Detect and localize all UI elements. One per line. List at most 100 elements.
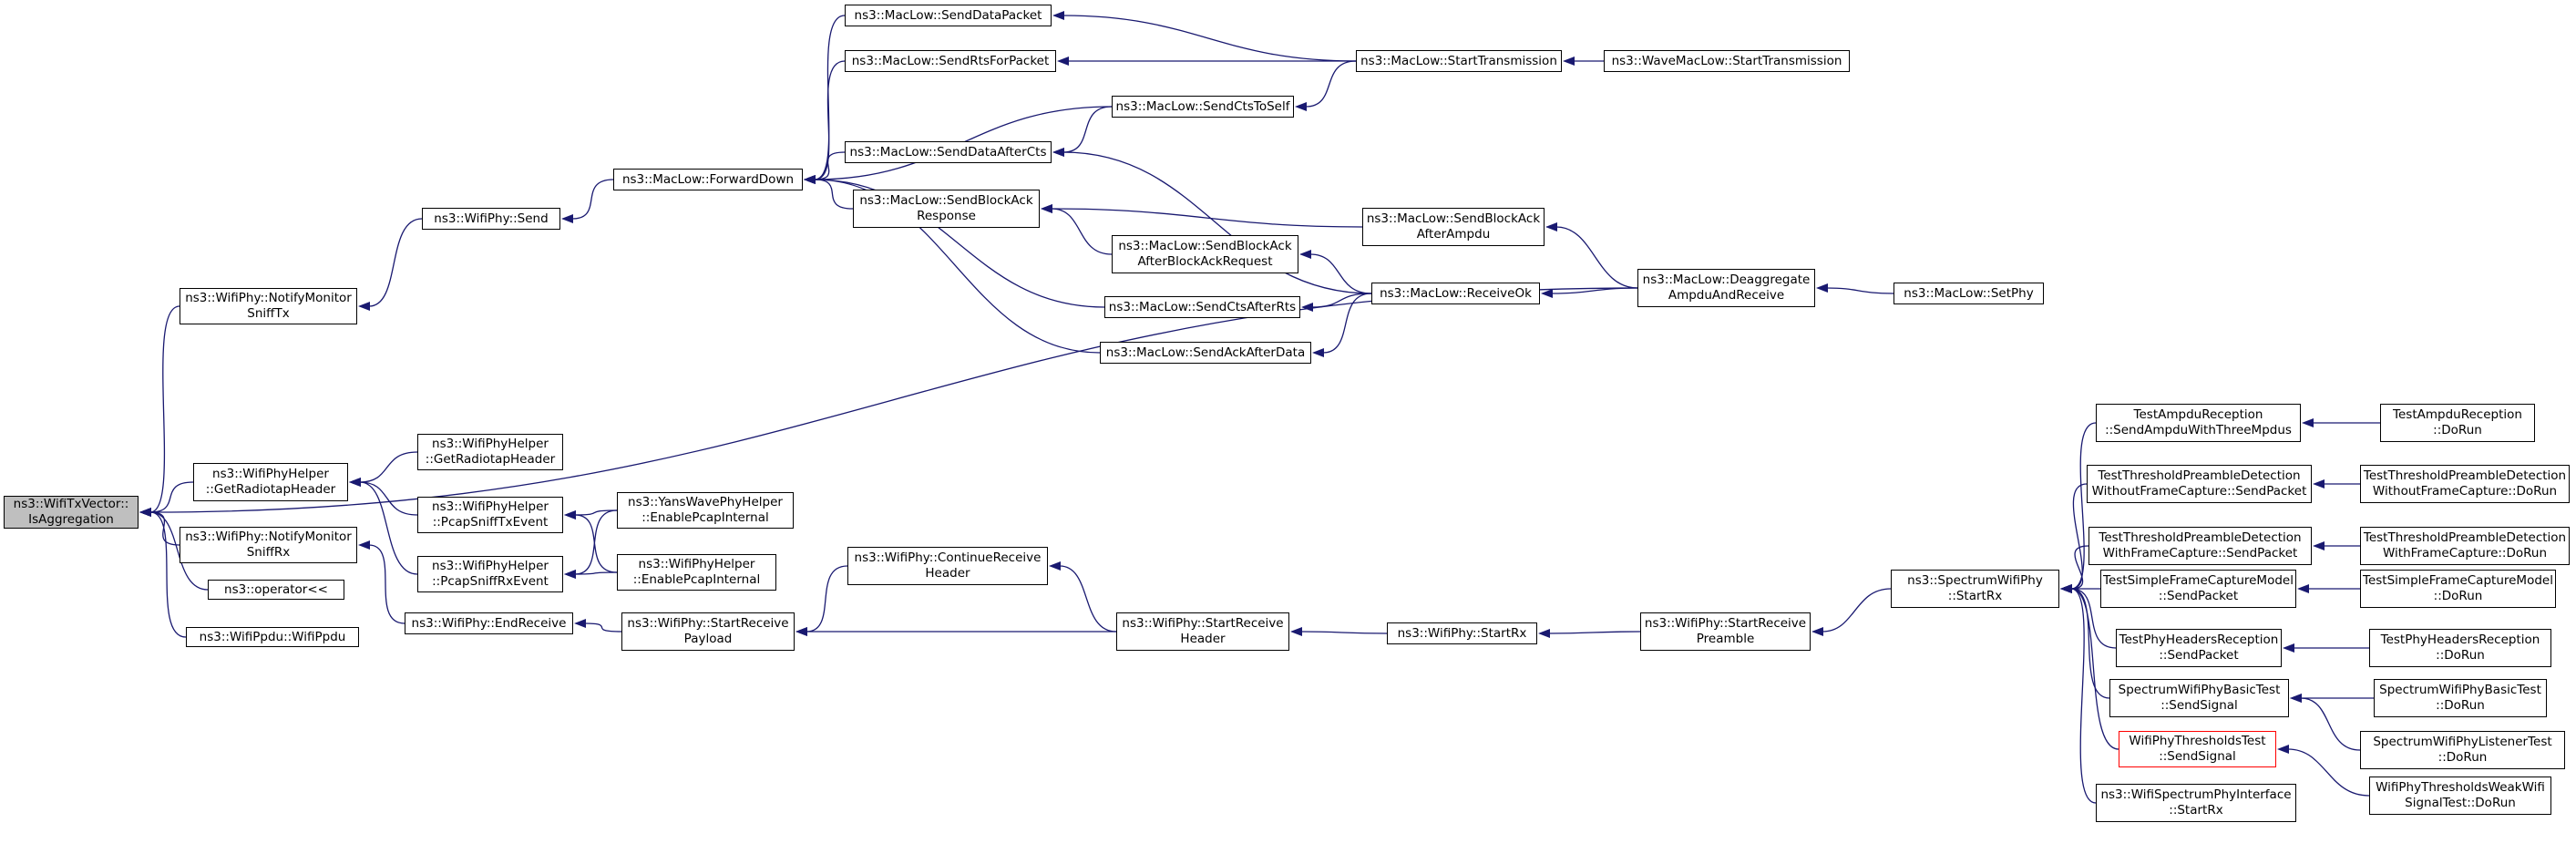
call-edge [1322,293,1372,354]
call-edge [359,481,418,575]
call-edge [149,481,194,513]
call-edge [574,571,618,575]
node-spectrumwifiphybasictest-sendsignal[interactable]: SpectrumWifiPhyBasicTest ::SendSignal [2109,679,2289,717]
node-wifiphy-notifymonitorsnifftx[interactable]: ns3::WifiPhy::NotifyMonitor SniffTx [180,288,357,324]
call-edge [584,622,622,633]
node-wavemaclow-starttransmission[interactable]: ns3::WaveMacLow::StartTransmission [1604,50,1850,72]
call-edge [149,511,180,546]
node-maclow-starttransmission[interactable]: ns3::MacLow::StartTransmission [1356,50,1562,72]
call-edge [1305,60,1357,108]
node-testthresholdpreambledetection-withframecapture-sendpacket[interactable]: TestThresholdPreambleDetection WithFrame… [2089,527,2312,565]
call-edge [574,509,618,516]
node-maclow-sendctstoself[interactable]: ns3::MacLow::SendCtsToSelf [1112,96,1294,118]
call-edge [2300,697,2361,751]
node-maclow-sendblockackafterblockackrequest[interactable]: ns3::MacLow::SendBlockAck AfterBlockAckR… [1112,235,1298,273]
node-maclow-senddataaftercts[interactable]: ns3::MacLow::SendDataAfterCts [845,141,1052,163]
call-edge [2070,588,2097,804]
arrowhead [574,619,586,628]
node-wifiphythresholdsweakwifisignaltest-dorun[interactable]: WifiPhyThresholdsWeakWifi SignalTest::Do… [2369,777,2551,815]
call-edge [1555,226,1638,289]
node-wifiphyhelper-enablepcapinternal[interactable]: ns3::WifiPhyHelper ::EnablePcapInternal [617,554,776,591]
node-operator-output[interactable]: ns3::operator<< [208,580,344,600]
node-wifiphy-endreceive[interactable]: ns3::WifiPhy::EndReceive [405,612,573,634]
call-edge [368,218,423,307]
call-edge [149,511,209,591]
arrowhead [2313,479,2325,489]
call-edge [2070,588,2110,699]
call-edge [1062,106,1113,153]
node-maclow-forwarddown[interactable]: ns3::MacLow::ForwardDown [613,169,803,190]
node-testphyheadersreception-sendpacket[interactable]: TestPhyHeadersReception ::SendPacket [2116,629,2282,667]
call-edge [1826,287,1894,294]
node-testampdureception-dorun[interactable]: TestAmpduReception ::DoRun [2380,404,2535,442]
call-edge [2070,588,2119,750]
node-wifiphyhelper-getradiotapheader-2[interactable]: ns3::WifiPhyHelper ::GetRadiotapHeader [417,434,563,470]
call-edge [149,305,180,513]
node-maclow-senddatapacket[interactable]: ns3::MacLow::SendDataPacket [845,5,1052,26]
arrowhead [1290,627,1302,636]
arrowhead [1541,289,1553,298]
arrowhead [139,508,151,517]
call-edge [1311,293,1372,308]
call-edge [1309,253,1372,294]
call-edge [814,15,846,180]
call-edge [1551,287,1638,294]
node-wifiphy-send[interactable]: ns3::WifiPhy::Send [422,208,560,230]
node-maclow-deaggregateampduandreceive[interactable]: ns3::MacLow::Deaggregate AmpduAndReceive [1637,269,1815,307]
arrowhead [1816,283,1828,293]
node-testphyheadersreception-dorun[interactable]: TestPhyHeadersReception ::DoRun [2369,629,2551,667]
call-edge [1822,588,1892,633]
arrowhead [1301,303,1313,312]
arrowhead [358,302,370,311]
node-testsimpleframecapturemodel-sendpacket[interactable]: TestSimpleFrameCaptureModel ::SendPacket [2100,570,2296,608]
node-wifiphy-continuereceiveheader[interactable]: ns3::WifiPhy::ContinueReceive Header [847,547,1048,585]
call-edge [574,514,618,573]
node-maclow-sendblockackresponse[interactable]: ns3::MacLow::SendBlockAck Response [853,190,1040,228]
node-wifispectrumphyinterface-startrx[interactable]: ns3::WifiSpectrumPhyInterface ::StartRx [2096,784,2296,822]
node-maclow-sendrtsforpacket[interactable]: ns3::MacLow::SendRtsForPacket [845,50,1056,72]
node-maclow-receiveok[interactable]: ns3::MacLow::ReceiveOk [1371,283,1540,304]
arrowhead [561,214,573,223]
node-wifiphy-startreceiveheader[interactable]: ns3::WifiPhy::StartReceive Header [1116,612,1289,651]
call-edge [359,481,418,516]
node-wifiphyhelper-pcapsniffrxevent[interactable]: ns3::WifiPhyHelper ::PcapSniffRxEvent [417,556,563,592]
call-edge [814,60,846,180]
arrowhead [2290,694,2302,703]
node-testthresholdpreambledetection-withoutframecapture-sendpacket[interactable]: TestThresholdPreambleDetection WithoutFr… [2087,465,2312,503]
arrowhead [349,478,361,487]
node-testthresholdpreambledetection-withoutframecapture-dorun[interactable]: TestThresholdPreambleDetection WithoutFr… [2360,465,2570,503]
node-testampdureception-sendampduwiththreempdus[interactable]: TestAmpduReception ::SendAmpduWithThreeM… [2096,404,2301,442]
node-yanswavephyhelper-enablepcapinternal[interactable]: ns3::YansWavePhyHelper ::EnablePcapInter… [617,492,794,529]
node-wifiphythresholdstest-sendsignal[interactable]: WifiPhyThresholdsTest ::SendSignal [2119,731,2276,767]
call-edge [359,451,418,483]
node-wifiphyhelper-pcapsnifftxevent[interactable]: ns3::WifiPhyHelper ::PcapSniffTxEvent [417,497,563,533]
call-edge [2070,545,2089,590]
call-edge [2287,748,2370,797]
arrowhead [1563,57,1575,66]
node-spectrumwifiphy-startrx[interactable]: ns3::SpectrumWifiPhy ::StartRx [1891,570,2059,608]
node-wifiphy-startrx[interactable]: ns3::WifiPhy::StartRx [1387,622,1537,644]
node-maclow-sendackafterdata[interactable]: ns3::MacLow::SendAckAfterData [1100,342,1311,364]
node-maclow-sendblockackafterampdu[interactable]: ns3::MacLow::SendBlockAck AfterAmpdu [1362,208,1545,246]
call-edge [149,287,1638,513]
node-wifiphy-notifymonitorsniffrx[interactable]: ns3::WifiPhy::NotifyMonitor SniffRx [180,527,357,563]
node-wifiphy-startreceivepayload[interactable]: ns3::WifiPhy::StartReceive Payload [621,612,795,651]
node-wifiphy-startreceivepreamble[interactable]: ns3::WifiPhy::StartReceive Preamble [1640,612,1811,651]
call-edge [806,565,848,633]
arrowhead [2302,418,2314,427]
arrowhead [1057,57,1069,66]
node-testthresholdpreambledetection-withframecapture-dorun[interactable]: TestThresholdPreambleDetection WithFrame… [2360,527,2570,565]
arrowhead [1052,11,1064,20]
call-edge [814,151,846,180]
node-maclow-sendctsafterrts[interactable]: ns3::MacLow::SendCtsAfterRts [1104,296,1300,318]
node-wifiphyhelper-getradiotapheader[interactable]: ns3::WifiPhyHelper ::GetRadiotapHeader [193,463,348,501]
node-testsimpleframecapturemodel-dorun[interactable]: TestSimpleFrameCaptureModel ::DoRun [2360,570,2556,608]
call-edge [1051,208,1113,255]
node-spectrumwifiphylistenertest-dorun[interactable]: SpectrumWifiPhyListenerTest ::DoRun [2360,731,2565,769]
node-maclow-setphy[interactable]: ns3::MacLow::SetPhy [1894,283,2044,304]
call-edge [571,179,614,220]
node-wifippdu-wifippdu[interactable]: ns3::WifiPpdu::WifiPpdu [186,627,359,647]
node-spectrumwifiphybasictest-dorun[interactable]: SpectrumWifiPhyBasicTest ::DoRun [2374,679,2547,717]
arrowhead [1299,250,1311,259]
